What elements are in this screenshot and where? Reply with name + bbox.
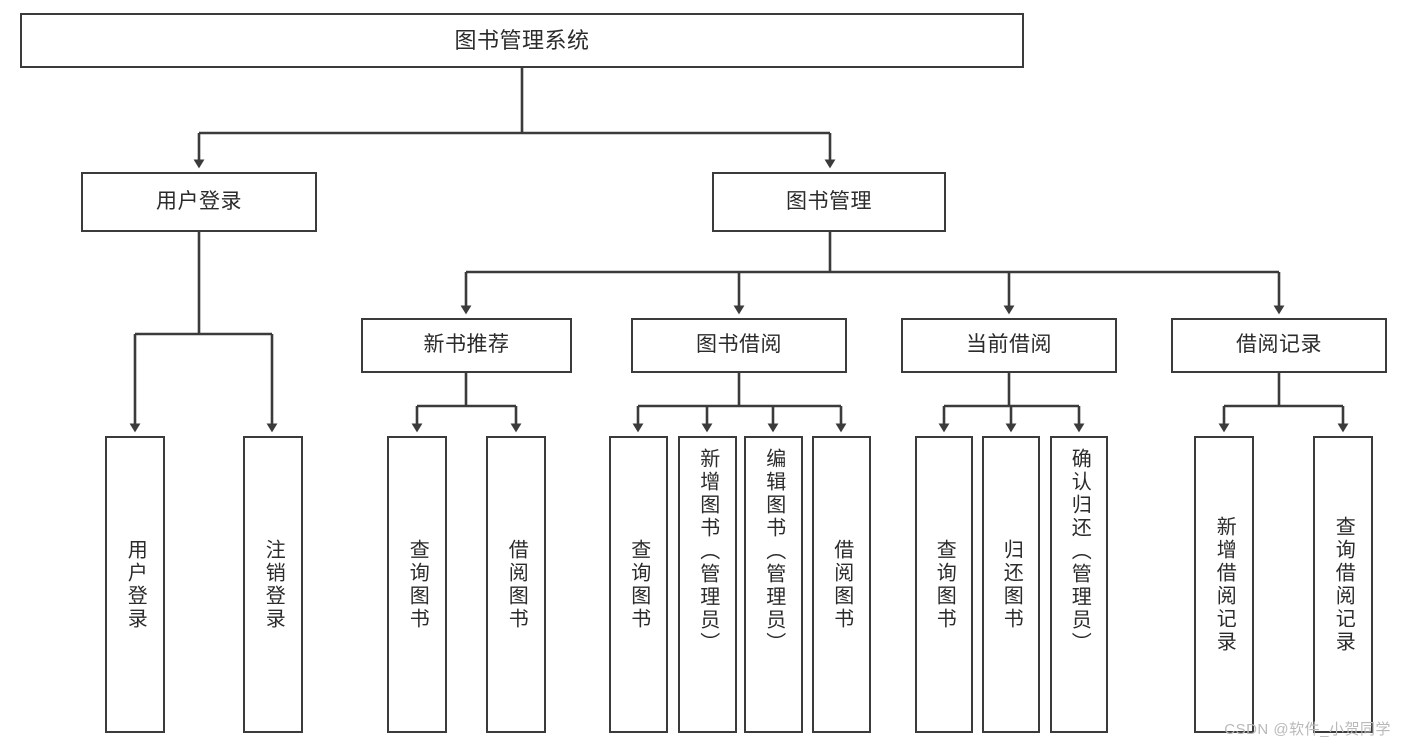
node-label: 编辑图书（管理员） <box>762 448 785 655</box>
node-leaf-return-book[interactable]: 归还图书 <box>982 436 1040 733</box>
node-label: 当前借阅 <box>966 333 1052 357</box>
node-label: 归还图书 <box>1000 538 1023 631</box>
node-leaf-query-book-recommend[interactable]: 查询图书 <box>387 436 447 733</box>
node-leaf-user-logout[interactable]: 注销登录 <box>243 436 303 733</box>
node-label: 图书借阅 <box>696 333 782 357</box>
node-book-borrow[interactable]: 图书借阅 <box>631 318 847 373</box>
node-leaf-confirm-return[interactable]: 确认归还（管理员） <box>1050 436 1108 733</box>
node-leaf-edit-book[interactable]: 编辑图书（管理员） <box>744 436 803 733</box>
node-label: 借阅图书 <box>505 538 528 631</box>
node-label: 查询图书 <box>933 538 956 631</box>
node-label: 查询图书 <box>627 538 650 631</box>
node-label: 图书管理系统 <box>454 27 590 53</box>
node-label: 确认归还（管理员） <box>1068 448 1091 655</box>
node-leaf-borrow-book-recommend[interactable]: 借阅图书 <box>486 436 546 733</box>
node-label: 用户登录 <box>124 538 147 631</box>
node-current-borrow[interactable]: 当前借阅 <box>901 318 1117 373</box>
node-leaf-add-borrow-record[interactable]: 新增借阅记录 <box>1194 436 1254 733</box>
node-leaf-query-book-current[interactable]: 查询图书 <box>915 436 973 733</box>
node-label: 借阅记录 <box>1236 333 1322 357</box>
node-label: 图书管理 <box>786 189 872 213</box>
node-label: 借阅图书 <box>830 538 853 631</box>
node-leaf-query-borrow-record[interactable]: 查询借阅记录 <box>1313 436 1373 733</box>
node-book-manage[interactable]: 图书管理 <box>712 172 946 232</box>
node-leaf-query-book-borrow[interactable]: 查询图书 <box>609 436 668 733</box>
node-label: 用户登录 <box>156 189 242 213</box>
node-label: 注销登录 <box>262 538 285 631</box>
node-new-book-recommend[interactable]: 新书推荐 <box>361 318 572 373</box>
node-leaf-add-book[interactable]: 新增图书（管理员） <box>678 436 737 733</box>
node-borrow-record[interactable]: 借阅记录 <box>1171 318 1387 373</box>
node-leaf-user-login[interactable]: 用户登录 <box>105 436 165 733</box>
node-label: 查询图书 <box>406 538 429 631</box>
watermark: CSDN @软件_小贺同学 <box>1224 721 1391 738</box>
node-label: 新书推荐 <box>423 333 510 357</box>
node-leaf-borrow-book[interactable]: 借阅图书 <box>812 436 871 733</box>
node-label: 新增图书（管理员） <box>696 448 719 655</box>
node-user-login[interactable]: 用户登录 <box>81 172 317 232</box>
node-label: 新增借阅记录 <box>1213 515 1236 654</box>
node-label: 查询借阅记录 <box>1332 515 1355 654</box>
node-root-system[interactable]: 图书管理系统 <box>20 13 1024 68</box>
